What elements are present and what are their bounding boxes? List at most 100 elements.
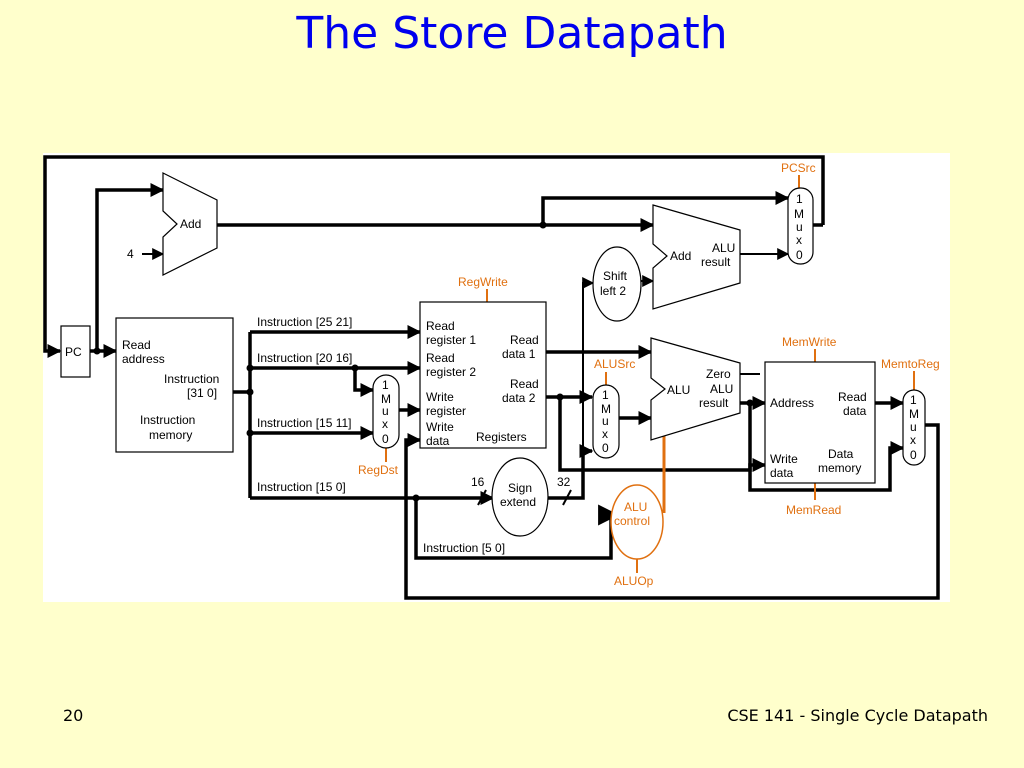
page-number: 20 bbox=[63, 706, 84, 725]
reg-read-data1-b: data 1 bbox=[502, 347, 536, 361]
instr-25-21-label: Instruction [25 21] bbox=[257, 315, 352, 329]
dmem-read-b: data bbox=[843, 404, 867, 418]
sign-extend bbox=[491, 457, 549, 537]
reg-read-data2-b: data 2 bbox=[502, 391, 536, 405]
reg-read-reg1-a: Read bbox=[426, 319, 455, 333]
imem-instr-label: Instruction bbox=[164, 372, 219, 386]
adder-branch-label: Add bbox=[670, 249, 691, 263]
regdst-mux-u: u bbox=[382, 404, 389, 418]
alusrc-mux bbox=[592, 384, 620, 459]
bits-16-label: 16 bbox=[471, 475, 485, 489]
wire-signext-out bbox=[548, 444, 594, 500]
reg-read-reg2-b: register 2 bbox=[426, 365, 476, 379]
alu-control-b: control bbox=[614, 514, 650, 528]
alusrc-mux-u: u bbox=[602, 414, 609, 428]
memtoreg-mux-0: 0 bbox=[910, 448, 917, 462]
memtoreg-label: MemtoReg bbox=[881, 357, 940, 371]
alu-result-b: result bbox=[699, 396, 729, 410]
bus-slash-32 bbox=[562, 489, 572, 506]
junction-dots bbox=[93, 221, 754, 502]
alu-result-a: ALU bbox=[710, 382, 733, 396]
adder-branch-alu: ALU bbox=[712, 241, 735, 255]
reg-read-data1-a: Read bbox=[510, 333, 539, 347]
pcsrc-mux-1: 1 bbox=[796, 192, 803, 206]
reg-read-data2-a: Read bbox=[510, 377, 539, 391]
instruction-memory bbox=[115, 317, 234, 453]
reg-read-reg2-a: Read bbox=[426, 351, 455, 365]
wire-writeback bbox=[404, 423, 940, 600]
regdst-mux bbox=[372, 374, 400, 449]
data-memory bbox=[764, 361, 876, 484]
dmem-name-a: Data bbox=[828, 447, 854, 461]
pcsrc-mux-m: M bbox=[794, 207, 804, 221]
wire-pc-loop bbox=[43, 155, 825, 358]
alusrc-mux-m: M bbox=[601, 402, 611, 416]
wire-to-shift bbox=[582, 277, 595, 451]
pc-label: PC bbox=[65, 345, 82, 359]
reg-write-data-a: Write bbox=[426, 420, 454, 434]
main-alu bbox=[650, 337, 741, 441]
wire-add-to-add2 bbox=[541, 191, 790, 225]
wire-rt-mux bbox=[353, 368, 375, 397]
instr-15-11-label: Instruction [15 11] bbox=[257, 416, 352, 430]
imem-name-2: memory bbox=[149, 428, 192, 442]
reg-write-reg-a: Write bbox=[426, 390, 454, 404]
registers-label: Registers bbox=[476, 430, 527, 444]
adder-branch-result: result bbox=[701, 255, 731, 269]
imem-read-label: Read bbox=[122, 338, 151, 352]
alu-control-a: ALU bbox=[624, 500, 647, 514]
regdst-mux-1: 1 bbox=[382, 378, 389, 392]
pc-register bbox=[60, 325, 91, 378]
bus-slash-16 bbox=[477, 489, 487, 506]
dmem-name-b: memory bbox=[818, 461, 861, 475]
reg-write-reg-b: register bbox=[426, 404, 466, 418]
adder-branch bbox=[652, 204, 741, 310]
regdst-mux-0: 0 bbox=[382, 432, 389, 446]
shift-label-b: left 2 bbox=[600, 284, 626, 298]
shift-label-a: Shift bbox=[603, 269, 628, 283]
aluop-label: ALUOp bbox=[614, 574, 654, 588]
imem-address-label: address bbox=[122, 352, 165, 366]
page-title: The Store Datapath bbox=[296, 8, 728, 59]
memwrite-label: MemWrite bbox=[782, 335, 837, 349]
adder-pc bbox=[162, 172, 218, 276]
regdst-label: RegDst bbox=[358, 463, 399, 477]
regdst-mux-x: x bbox=[382, 417, 388, 431]
memread-label: MemRead bbox=[786, 503, 841, 517]
alu-control bbox=[610, 484, 664, 560]
dmem-read-a: Read bbox=[838, 390, 867, 404]
main-alu-label: ALU bbox=[667, 383, 690, 397]
wire-alu-bypass bbox=[748, 403, 905, 492]
alusrc-mux-1: 1 bbox=[602, 388, 609, 402]
constant-four: 4 bbox=[127, 247, 134, 261]
dmem-address-label: Address bbox=[770, 396, 814, 410]
memtoreg-mux-u: u bbox=[910, 420, 917, 434]
pcsrc-mux-u: u bbox=[796, 220, 803, 234]
alusrc-label: ALUSrc bbox=[594, 357, 635, 371]
instr-15-0-label: Instruction [15 0] bbox=[257, 480, 346, 494]
alusrc-mux-0: 0 bbox=[602, 441, 609, 455]
memtoreg-mux-1: 1 bbox=[910, 393, 917, 407]
bits-32-label: 32 bbox=[557, 475, 571, 489]
memtoreg-mux-x: x bbox=[910, 433, 916, 447]
adder-pc-label: Add bbox=[180, 217, 201, 231]
sign-extend-b: extend bbox=[500, 495, 536, 509]
instr-20-16-label: Instruction [20 16] bbox=[257, 351, 352, 365]
pcsrc-mux-0: 0 bbox=[796, 248, 803, 262]
footer-course: CSE 141 - Single Cycle Datapath bbox=[727, 706, 988, 725]
regdst-mux-m: M bbox=[381, 392, 391, 406]
alu-zero-label: Zero bbox=[706, 367, 731, 381]
wire-pc-to-add bbox=[95, 183, 165, 351]
memtoreg-mux-m: M bbox=[909, 407, 919, 421]
alusrc-mux-x: x bbox=[602, 427, 608, 441]
reg-read-reg1-b: register 1 bbox=[426, 333, 476, 347]
pcsrc-label: PCSrc bbox=[781, 161, 816, 175]
imem-name-1: Instruction bbox=[140, 413, 195, 427]
dmem-write-a: Write bbox=[770, 452, 798, 466]
instr-5-0-label: Instruction [5 0] bbox=[423, 541, 505, 555]
shift-left-2 bbox=[592, 246, 642, 322]
register-file bbox=[419, 301, 547, 449]
imem-instr-bits: [31 0] bbox=[187, 386, 217, 400]
regwrite-label: RegWrite bbox=[458, 275, 508, 289]
